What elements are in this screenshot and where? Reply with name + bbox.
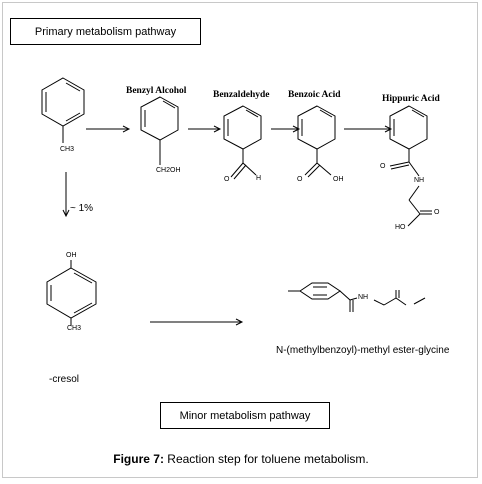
arrow-toluene-benzyl [86,125,131,133]
benzyl-alcohol-name: Benzyl Alcohol [126,86,187,96]
benzoic-acid-ring [297,105,336,178]
hippuric-ho: HO [395,224,406,231]
ester-name: N-(methylbenzoyl)-methyl ester-glycine [276,345,450,356]
cresol-ch3: CH3 [67,325,82,332]
benzoic-oh: OH [333,176,344,183]
cresol-name: -cresol [49,374,80,385]
minor-pathway-label: Minor metabolism pathway [179,409,311,422]
cresol-oh: OH [66,252,77,259]
hippuric-o: O [380,163,386,170]
benzoic-acid-name: Benzoic Acid [288,90,341,100]
primary-pathway-box: Primary metabolism pathway [10,18,201,45]
cresol-ring [46,260,97,326]
arrow-minor-down [62,172,70,218]
arrow-benzyl-benzaldehyde [188,125,222,133]
benzaldehyde-name: Benzaldehyde [213,90,270,100]
arrow-benzoic-hippuric [344,125,393,133]
arrow-benzaldehyde-benzoic [271,125,301,133]
hippuric-nh: NH [414,177,425,184]
primary-pathway-label: Primary metabolism pathway [34,25,177,38]
figure-number: Figure 7: [113,452,164,466]
benzoic-o: O [297,176,303,183]
figure-frame [2,2,478,478]
figure-caption-text: Reaction step for toluene metabolism. [163,452,369,466]
figure-caption: Figure 7: Reaction step for toluene meta… [0,452,482,466]
minor-pathway-box: Minor metabolism pathway [160,402,330,429]
minor-percent-label: ~ 1% [70,203,94,214]
hippuric-acid-structure [389,105,432,227]
arrow-cresol-ester [150,318,244,326]
hippuric-acid-name: Hippuric Acid [382,94,440,104]
ester-glycine-structure [288,282,426,312]
benzaldehyde-o: O [224,176,230,183]
benzaldehyde-h: H [256,175,262,182]
hippuric-o2: O [434,209,440,216]
ester-nh: NH [358,294,369,301]
toluene-ring [41,77,85,143]
benzyl-alcohol-ring [140,96,179,165]
benzaldehyde-ring [223,105,262,180]
benzyl-alcohol-ch2oh: CH2OH [156,167,181,174]
toluene-ch3-label: CH3 [60,146,75,153]
